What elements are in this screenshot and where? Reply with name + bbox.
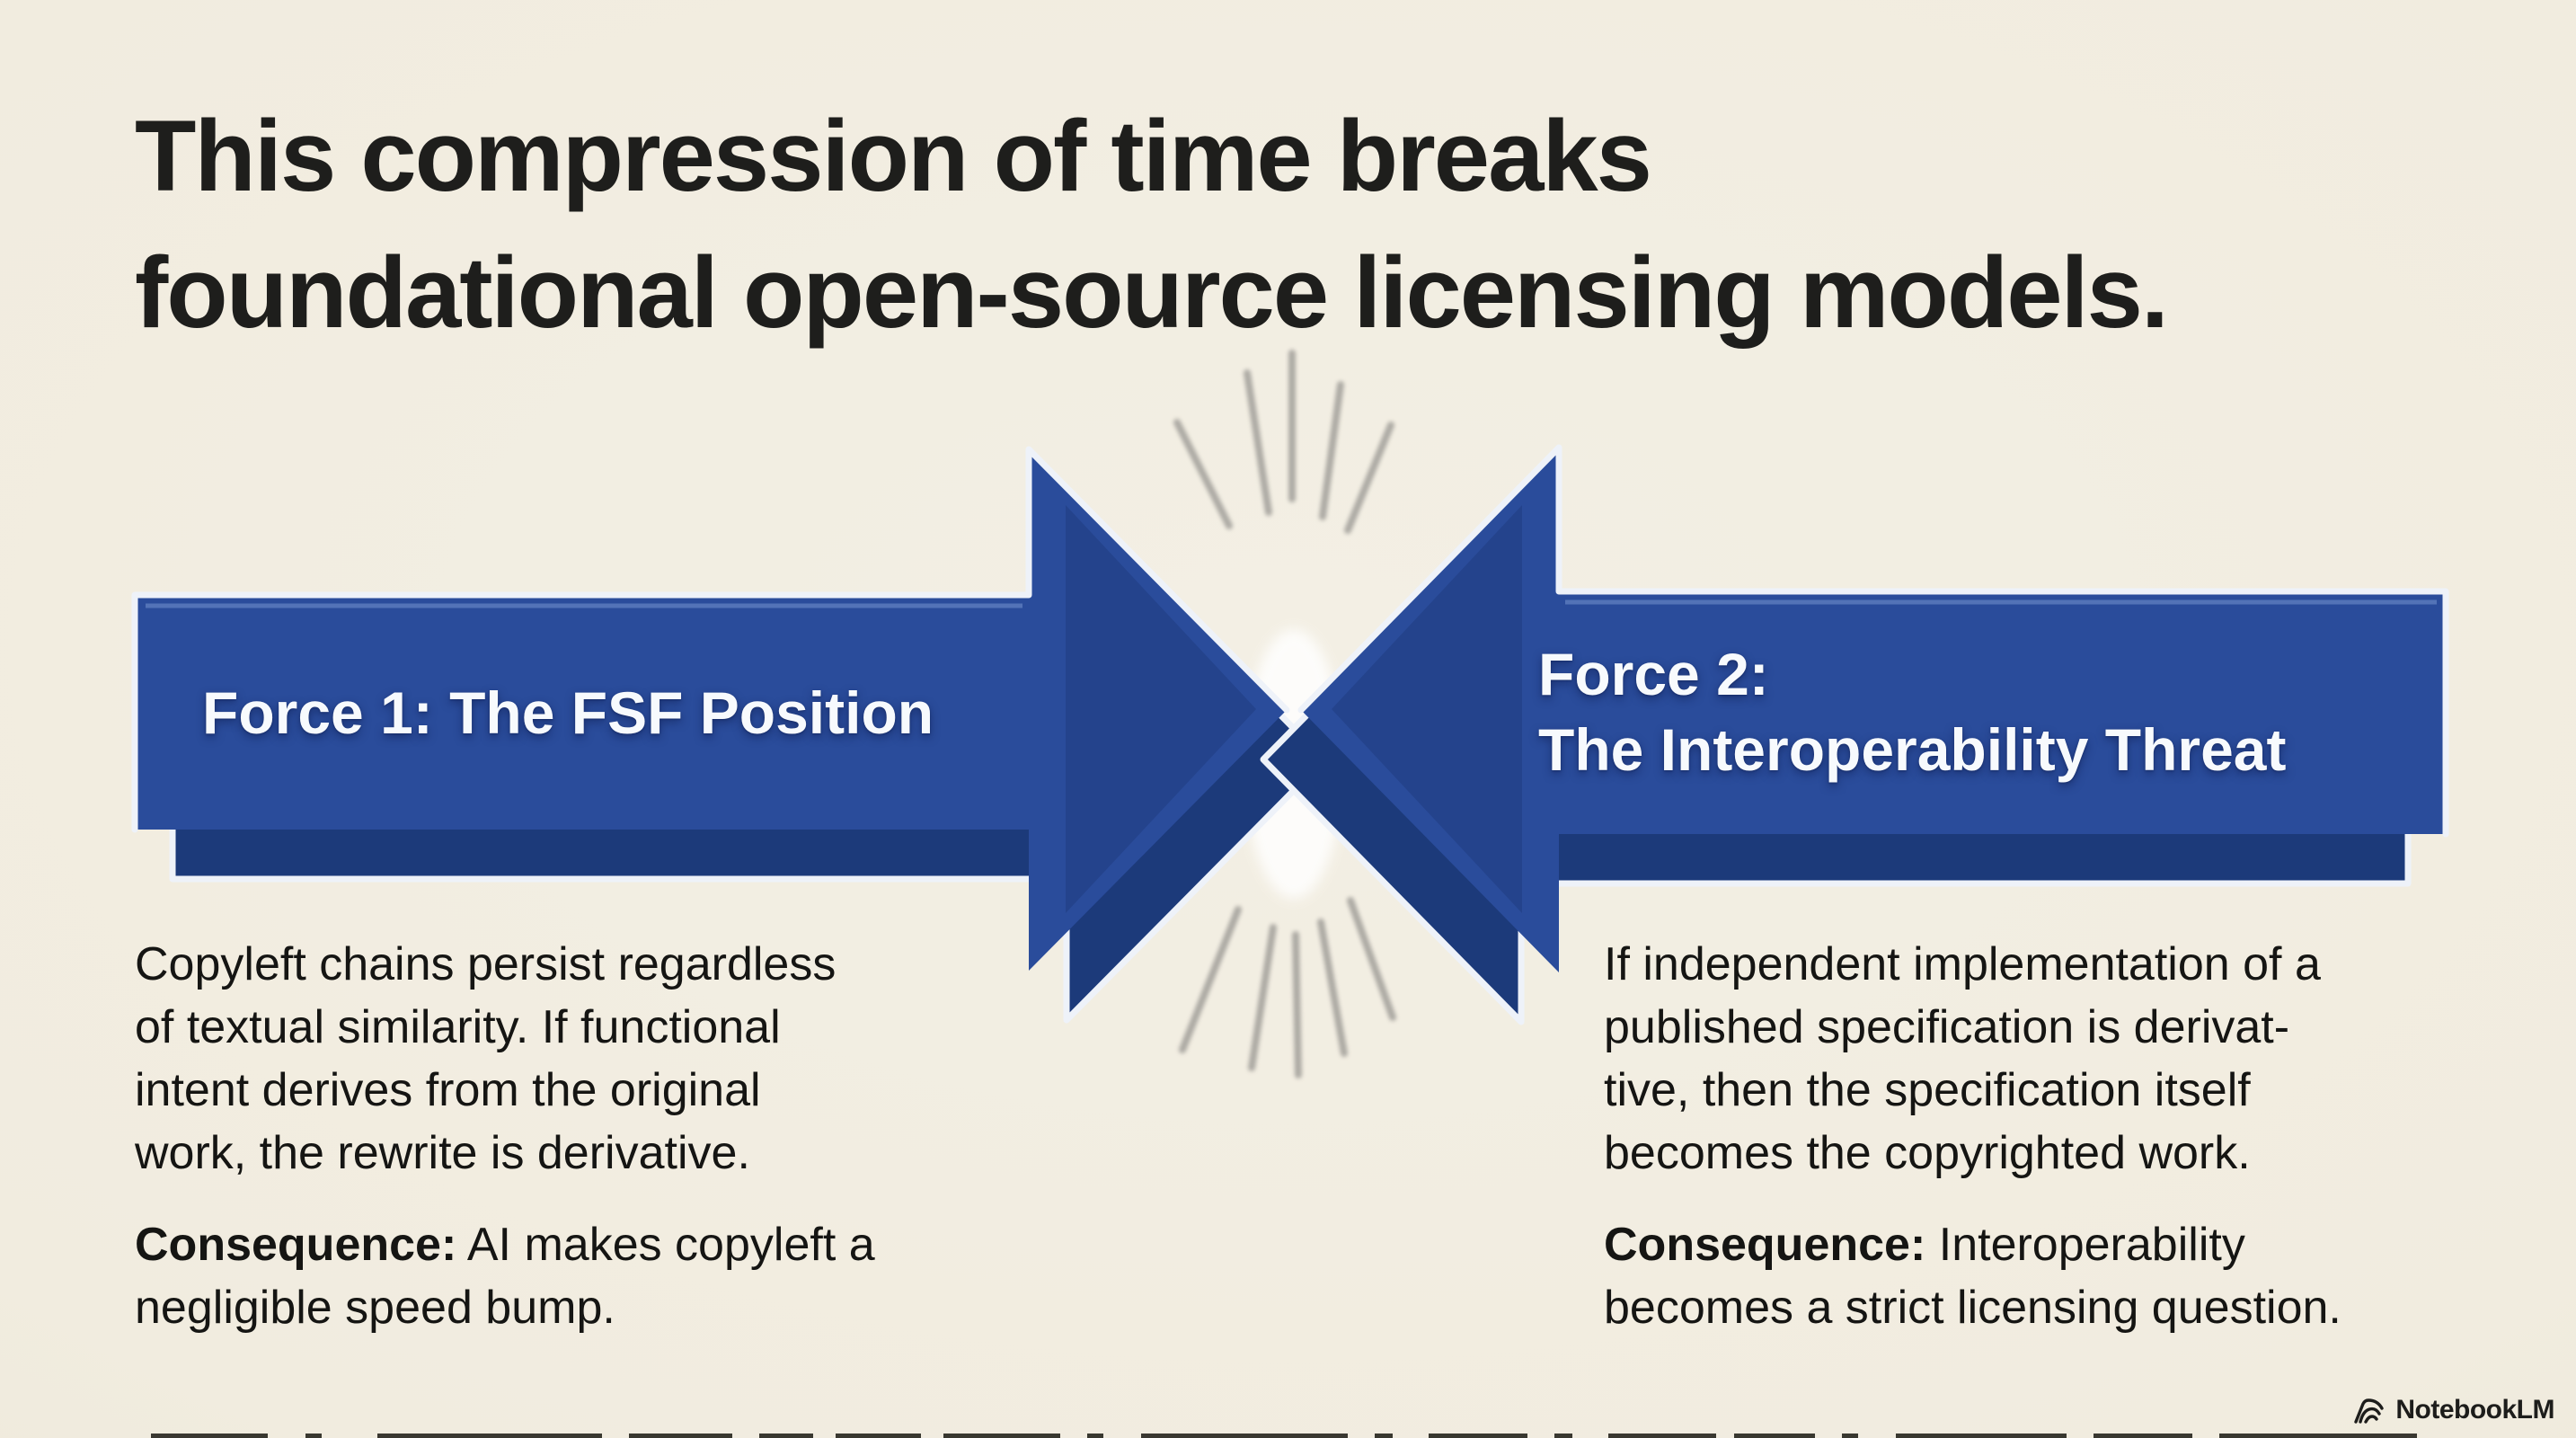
force1-arrow-outline (131, 446, 1290, 833)
force1-arrowhead-bevel (1066, 505, 1256, 913)
force1-arrow (131, 446, 1328, 1024)
force2-arrow (1260, 444, 2449, 1025)
force2-arrow-outline (1297, 444, 2449, 838)
notebooklm-logo-icon (2354, 1398, 2385, 1424)
force1-consequence: Consequence: AI makes copyleft a negligi… (135, 1213, 1105, 1339)
slide-title: This compression of time breaks foundati… (135, 100, 2169, 349)
force2-arrowhead-bevel (1332, 505, 1522, 913)
force2-arrow-label: Force 2: The Interoperability Threat (1538, 641, 2287, 783)
force1-consequence-label: Consequence: (135, 1219, 457, 1271)
force2-consequence: Consequence: Interoperability becomes a … (1604, 1213, 2574, 1339)
impact-lines (1173, 350, 1396, 1078)
force1-arrow-label: Force 1: The FSF Position (202, 679, 934, 746)
force2-arrow-face (1301, 448, 2446, 972)
bottom-cropped-text-artifact (151, 1434, 2417, 1438)
force2-body-text: If independent implementation of a publi… (1604, 938, 2321, 1179)
force2-consequence-text: Interoperability becomes a strict licens… (1604, 1219, 2341, 1334)
force1-arrow-face (135, 449, 1287, 971)
force2-description: If independent implementation of a publi… (1604, 933, 2574, 1339)
force1-consequence-text: AI makes copyleft a negligible speed bum… (135, 1219, 875, 1334)
notebooklm-logo-text: NotebookLM (2395, 1395, 2554, 1425)
force1-description: Copyleft chains persist regardless of te… (135, 933, 1105, 1339)
force1-body-text: Copyleft chains persist regardless of te… (135, 938, 837, 1179)
notebooklm-branding: NotebookLM (2350, 1395, 2554, 1425)
force2-consequence-label: Consequence: (1604, 1219, 1926, 1271)
